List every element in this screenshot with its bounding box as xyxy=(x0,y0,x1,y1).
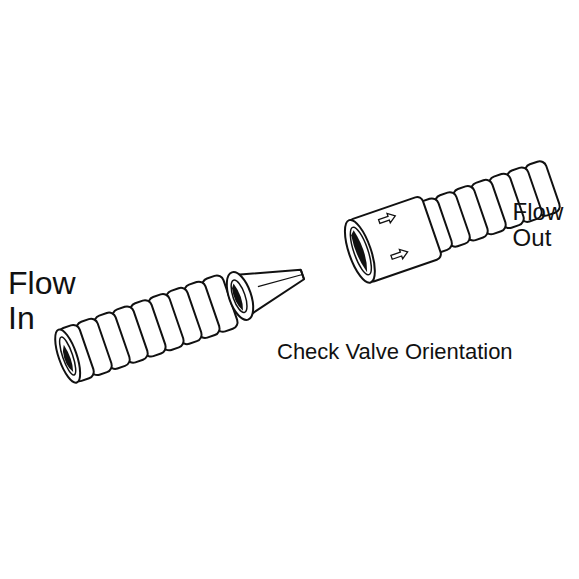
flow-arrow-mark xyxy=(378,211,397,226)
flow-in-label: Flow In xyxy=(8,266,85,336)
caption-label: Check Valve Orientation xyxy=(277,340,513,364)
flow-out-label: Flow Out xyxy=(513,199,575,252)
socket-opening xyxy=(339,217,381,287)
bore-shadow xyxy=(349,229,371,273)
flow-arrow-mark xyxy=(390,247,409,262)
bore-shadow xyxy=(60,344,75,373)
inlet-opening xyxy=(50,327,85,386)
inlet-hose-barb xyxy=(50,274,239,386)
inlet-bore xyxy=(56,336,78,377)
check-valve-insert xyxy=(221,251,310,323)
socket-bore xyxy=(346,225,376,277)
